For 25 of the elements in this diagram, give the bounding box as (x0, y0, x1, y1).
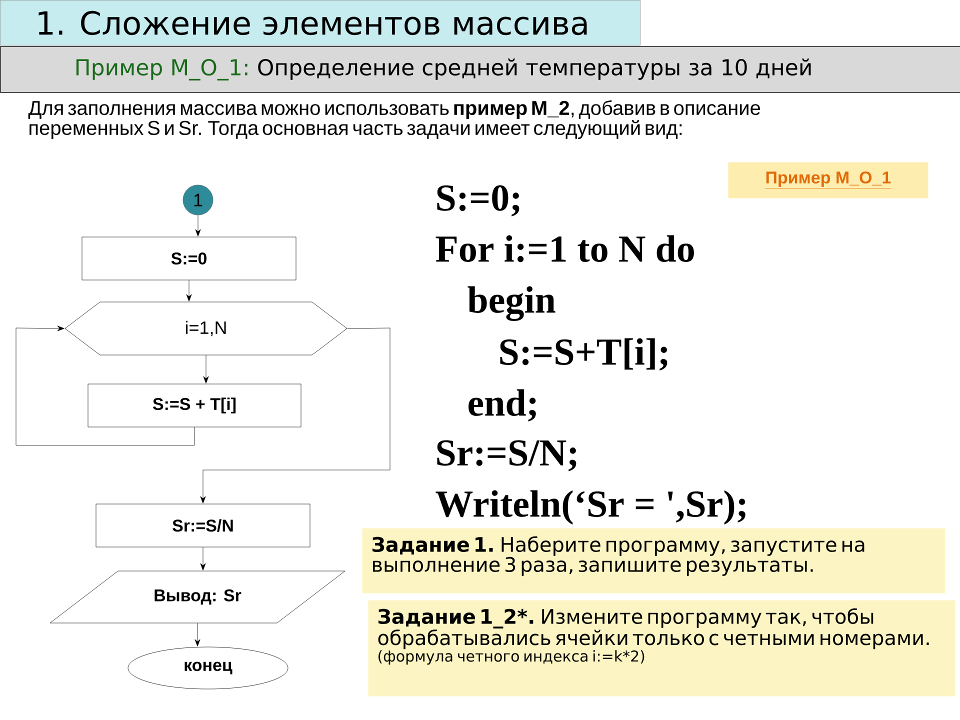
loop-hexagon: i=1,N (64, 302, 348, 356)
code-line: Writeln(‘Sr = ',Sr); (436, 490, 746, 525)
process-box: S:=S + T[i] (88, 384, 302, 428)
title: 1. Сложение элементов массива (38, 10, 587, 36)
code-line: S:=S+T[i]; (500, 338, 668, 370)
flow-arrow (200, 547, 206, 570)
flow-arrow (194, 623, 200, 646)
intro-paragraph: Для заполнения массива можно использовать пример М_2, добавив в описание переменных S и Sr. Тогда основная часть задачи имеет следующий вид: (28, 100, 760, 140)
task-box: Задание 1_2*. Измените программу так, чтобы обрабатывались ячейки только с четными номерами. (формула четного индекса i:=k*2) (368, 600, 956, 696)
flow-arrow (203, 355, 209, 384)
flow-arrow (200, 328, 390, 504)
code-line: begin (468, 286, 556, 321)
flow-arrow (195, 215, 201, 236)
code-line: S:=0; (437, 185, 520, 216)
code-line: Sr:=S/N; (437, 440, 576, 472)
flow-arrow (16, 326, 195, 446)
link-button: Пример М_О_1 (728, 162, 928, 198)
output-parallelogram: Вывод: Sr (50, 570, 346, 624)
code-line: For i:=1 to N do (436, 235, 694, 262)
flow-arrow (186, 280, 192, 302)
task-box: Задание 1. Наберите программу, запустите на выполнение 3 раза, запишите результаты. (362, 528, 946, 594)
code-line: end; (468, 389, 536, 422)
process-box: S:=0 (82, 236, 296, 280)
process-box: Sr:=S/N (96, 504, 310, 548)
subtitle-band: Пример М_О_1: Определение средней температуры за 10 дней (0, 46, 960, 93)
